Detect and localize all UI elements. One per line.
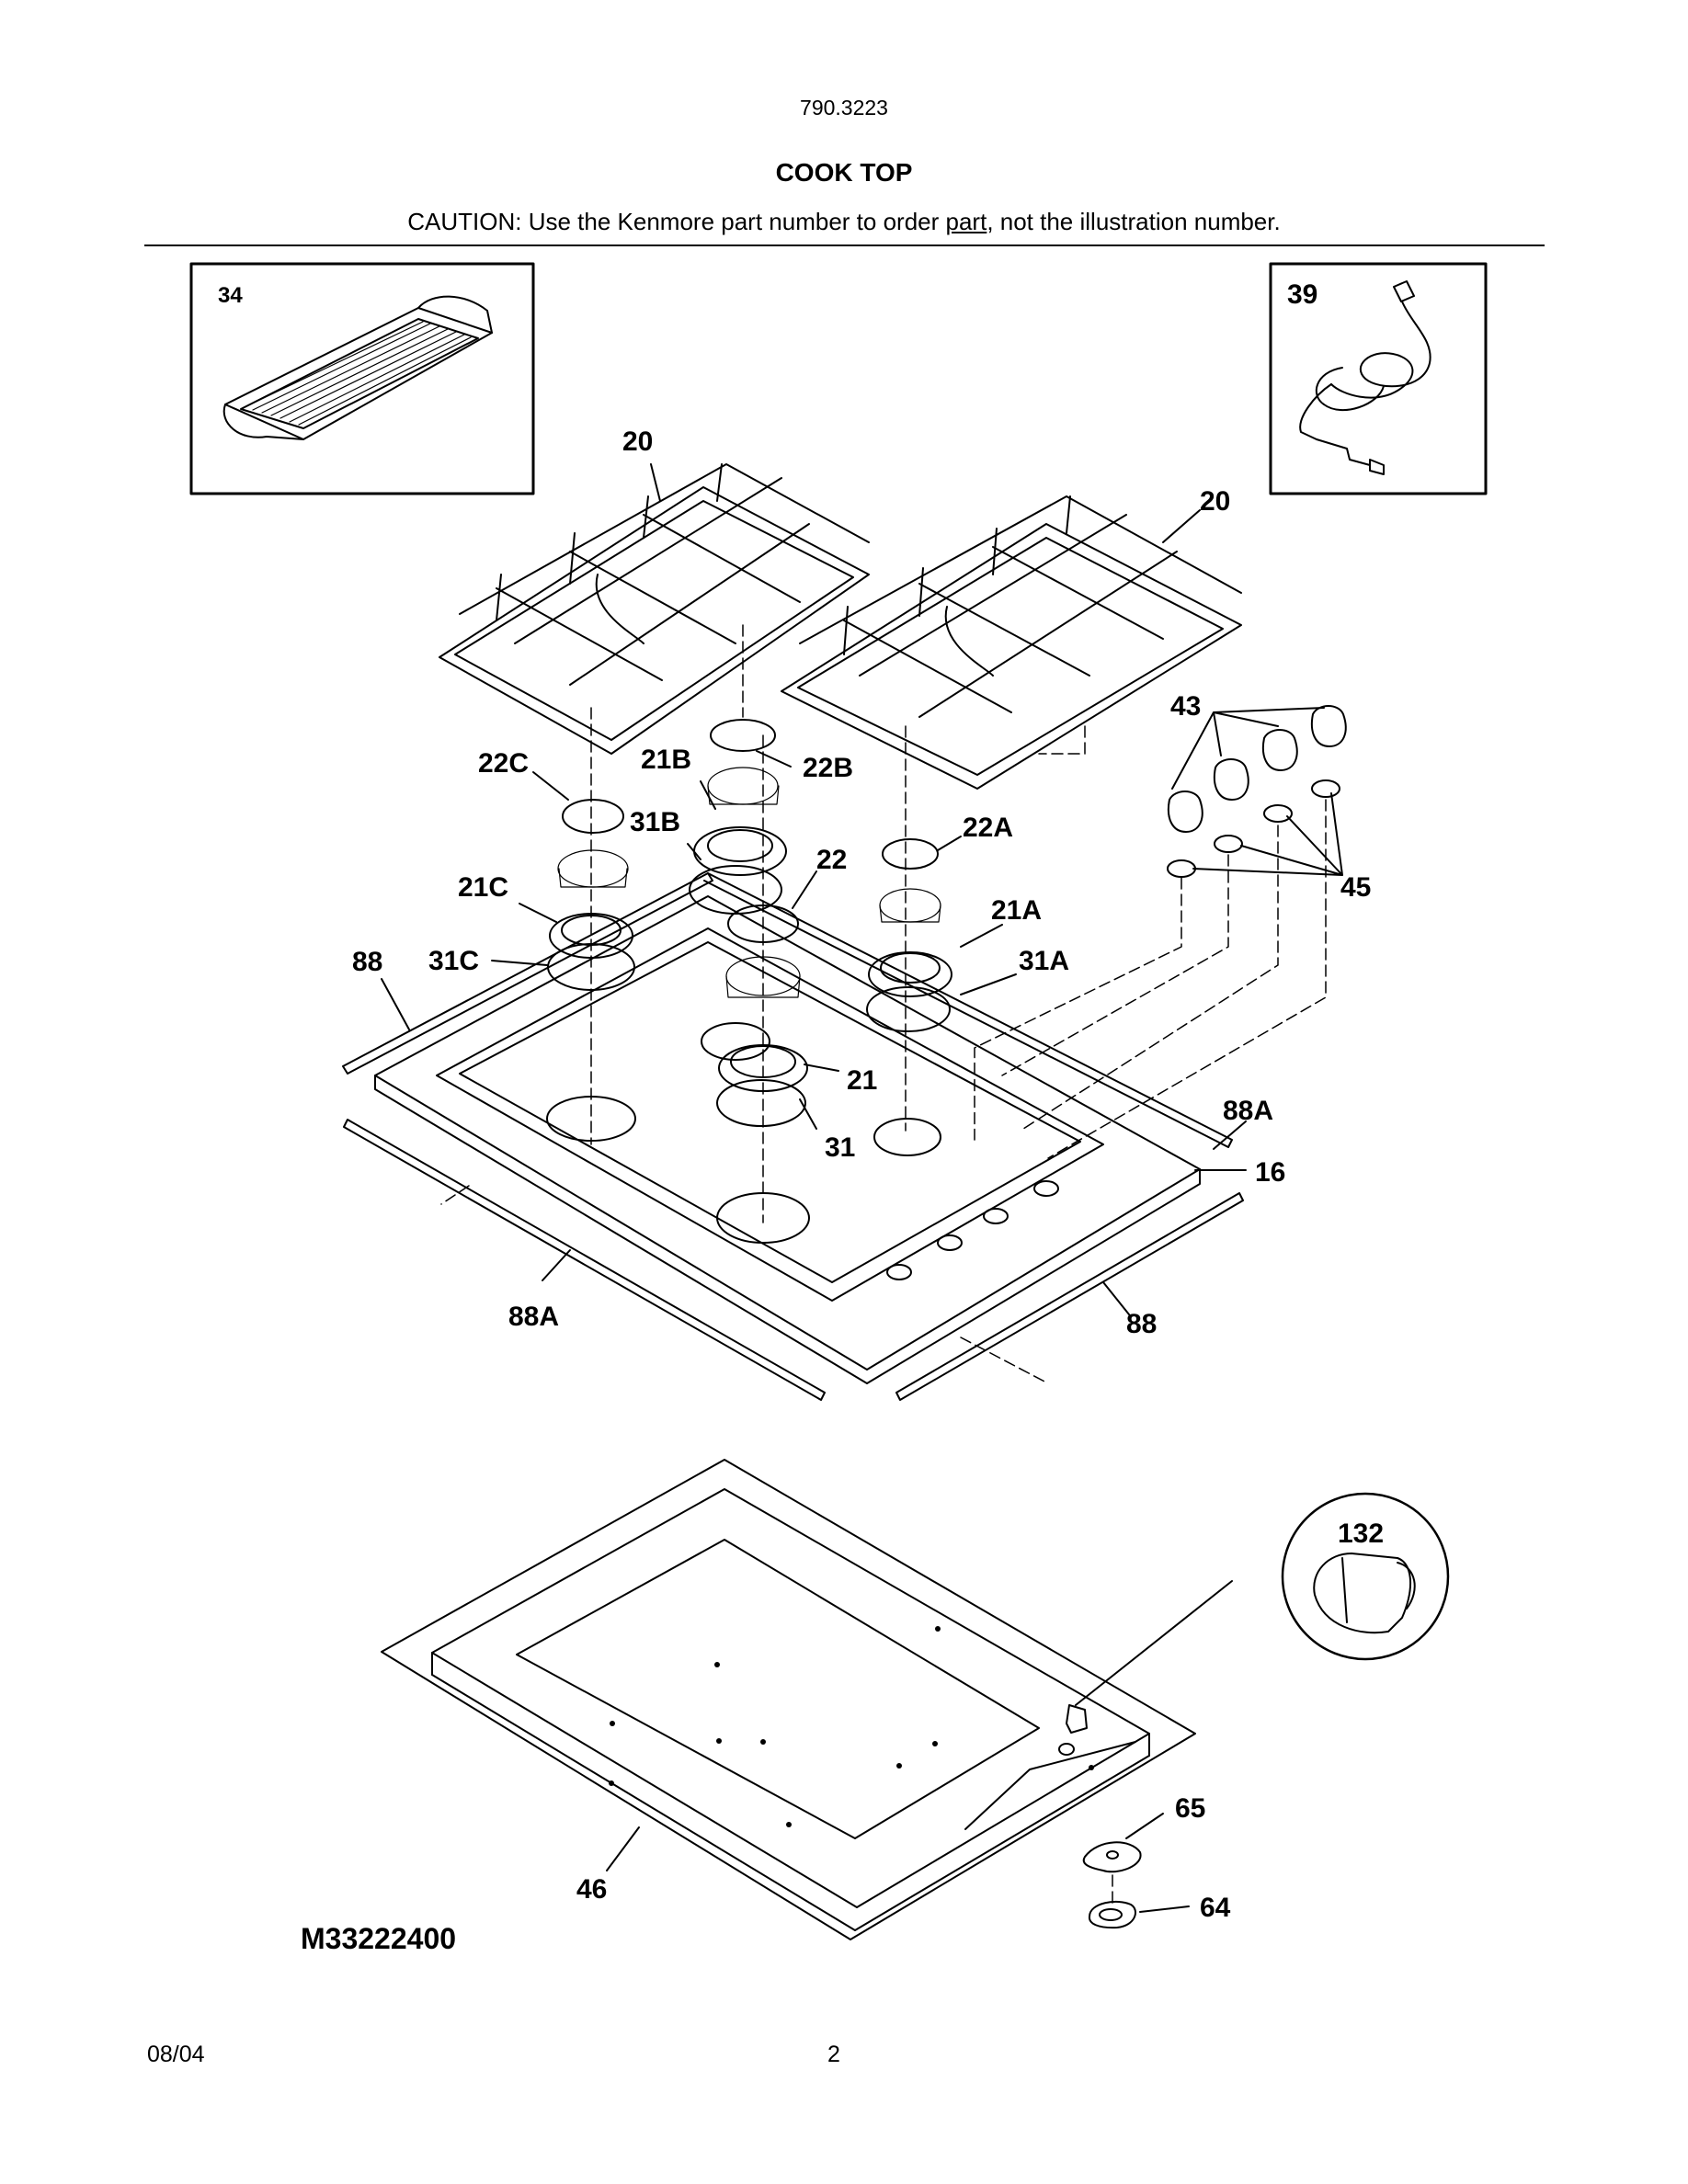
callout-31c: 31C [428, 946, 479, 976]
burner-box [381, 1459, 1196, 1940]
callout-16: 16 [1255, 1157, 1285, 1188]
burner-base-22c [557, 849, 629, 888]
burner-head-21a [868, 951, 952, 997]
footer-date: 08/04 [147, 2042, 205, 2067]
seal-ring-31b [689, 865, 782, 915]
grate-left [439, 463, 870, 755]
griddle-inset [189, 262, 535, 495]
cap-22b [710, 719, 776, 752]
igniter-receptacle [1066, 1704, 1088, 1734]
burner-base-22b [707, 767, 780, 805]
assembly-guide-lines [440, 624, 1327, 1904]
page-number: 2 [827, 2042, 840, 2067]
callout-39: 39 [1287, 279, 1317, 310]
callout-88-front: 88 [1126, 1309, 1157, 1339]
callout-21: 21 [847, 1065, 877, 1096]
caution-underlined-word: part [945, 208, 987, 235]
callout-88-left: 88 [352, 947, 382, 977]
bezel [1311, 779, 1340, 798]
burner-base-22a [879, 888, 941, 923]
callout-132: 132 [1338, 1519, 1384, 1549]
trim-strips [342, 872, 1244, 1401]
power-cord-illustration [1299, 280, 1431, 475]
callout-20-left: 20 [622, 427, 653, 457]
section-title: COOK TOP [775, 158, 913, 187]
callout-20-right: 20 [1200, 486, 1230, 517]
cooktop-panel [374, 895, 1201, 1384]
bracket-64 [1088, 1900, 1136, 1929]
knob-hole [983, 1208, 1009, 1224]
callout-88a-right: 88A [1223, 1096, 1273, 1126]
knob-hole [886, 1264, 912, 1280]
callout-22c: 22C [478, 748, 529, 779]
caution-text: CAUTION: Use the Kenmore part number to … [407, 208, 946, 235]
cap-22a [882, 838, 939, 870]
knobs-and-bezels [1167, 705, 1347, 878]
caution-text-end: , not the illustration number. [987, 208, 1281, 235]
bezel [1214, 835, 1243, 853]
diagram-code: M33222400 [301, 1922, 456, 1955]
callout-21a: 21A [991, 895, 1042, 926]
burner-head-21a-inner [880, 952, 941, 984]
callout-31b: 31B [630, 807, 680, 837]
knob [1214, 758, 1249, 801]
callout-31: 31 [825, 1132, 855, 1163]
spreader-21 [701, 1022, 770, 1061]
callout-labels: 34 39 20 20 22C 21B 22B 31B 22A 22 21C 2… [218, 279, 1384, 1955]
knob [1262, 729, 1298, 771]
model-number: 790.3223 [800, 96, 888, 119]
leader-lines [381, 463, 1343, 1913]
bezel [1263, 804, 1293, 823]
knob [1311, 705, 1347, 747]
cap-22c [562, 799, 624, 834]
burner-hole-right [873, 1118, 941, 1156]
seal-ring-31a [866, 986, 951, 1032]
griddle-inset-frame [189, 262, 535, 495]
callout-31a: 31A [1019, 946, 1069, 976]
callout-65: 65 [1175, 1793, 1205, 1824]
burner-hole-rear-left [546, 1096, 636, 1142]
trim-strip-88-front [895, 1192, 1244, 1401]
grate-right [781, 495, 1242, 790]
bezel [1167, 859, 1196, 878]
callout-22: 22 [816, 845, 847, 875]
burner-head-21b-inner [707, 829, 773, 862]
knob-hole [1033, 1180, 1059, 1197]
burner-head-21b [693, 826, 787, 876]
mounting-parts [1082, 1841, 1142, 1929]
spark-module-detail [1281, 1492, 1450, 1661]
detail-circle [1281, 1492, 1450, 1661]
seal-ring-31 [716, 1079, 806, 1127]
washer-65 [1082, 1841, 1142, 1873]
callout-21b: 21B [641, 745, 691, 775]
knob-hole [937, 1234, 963, 1251]
callout-34: 34 [218, 283, 243, 308]
callout-64: 64 [1200, 1893, 1231, 1923]
griddle-illustration [222, 295, 493, 440]
power-cord-inset-frame [1269, 262, 1488, 495]
burner-parts [547, 719, 952, 1127]
header-rule [144, 245, 1545, 246]
callout-45: 45 [1340, 872, 1371, 903]
callout-43: 43 [1170, 691, 1201, 722]
callout-22b: 22B [803, 753, 853, 783]
callout-46: 46 [576, 1874, 607, 1905]
power-cord-inset [1269, 262, 1488, 495]
trim-strip-88-left [342, 872, 713, 1075]
caution-note: CAUTION: Use the Kenmore part number to … [0, 208, 1688, 236]
callout-88a-front: 88A [508, 1302, 559, 1332]
callout-22a: 22A [963, 813, 1013, 843]
trim-strip-88a-front [343, 1119, 826, 1401]
trim-strip-88a-right [703, 872, 1233, 1148]
knob [1168, 791, 1203, 833]
callout-21c: 21C [458, 872, 508, 903]
